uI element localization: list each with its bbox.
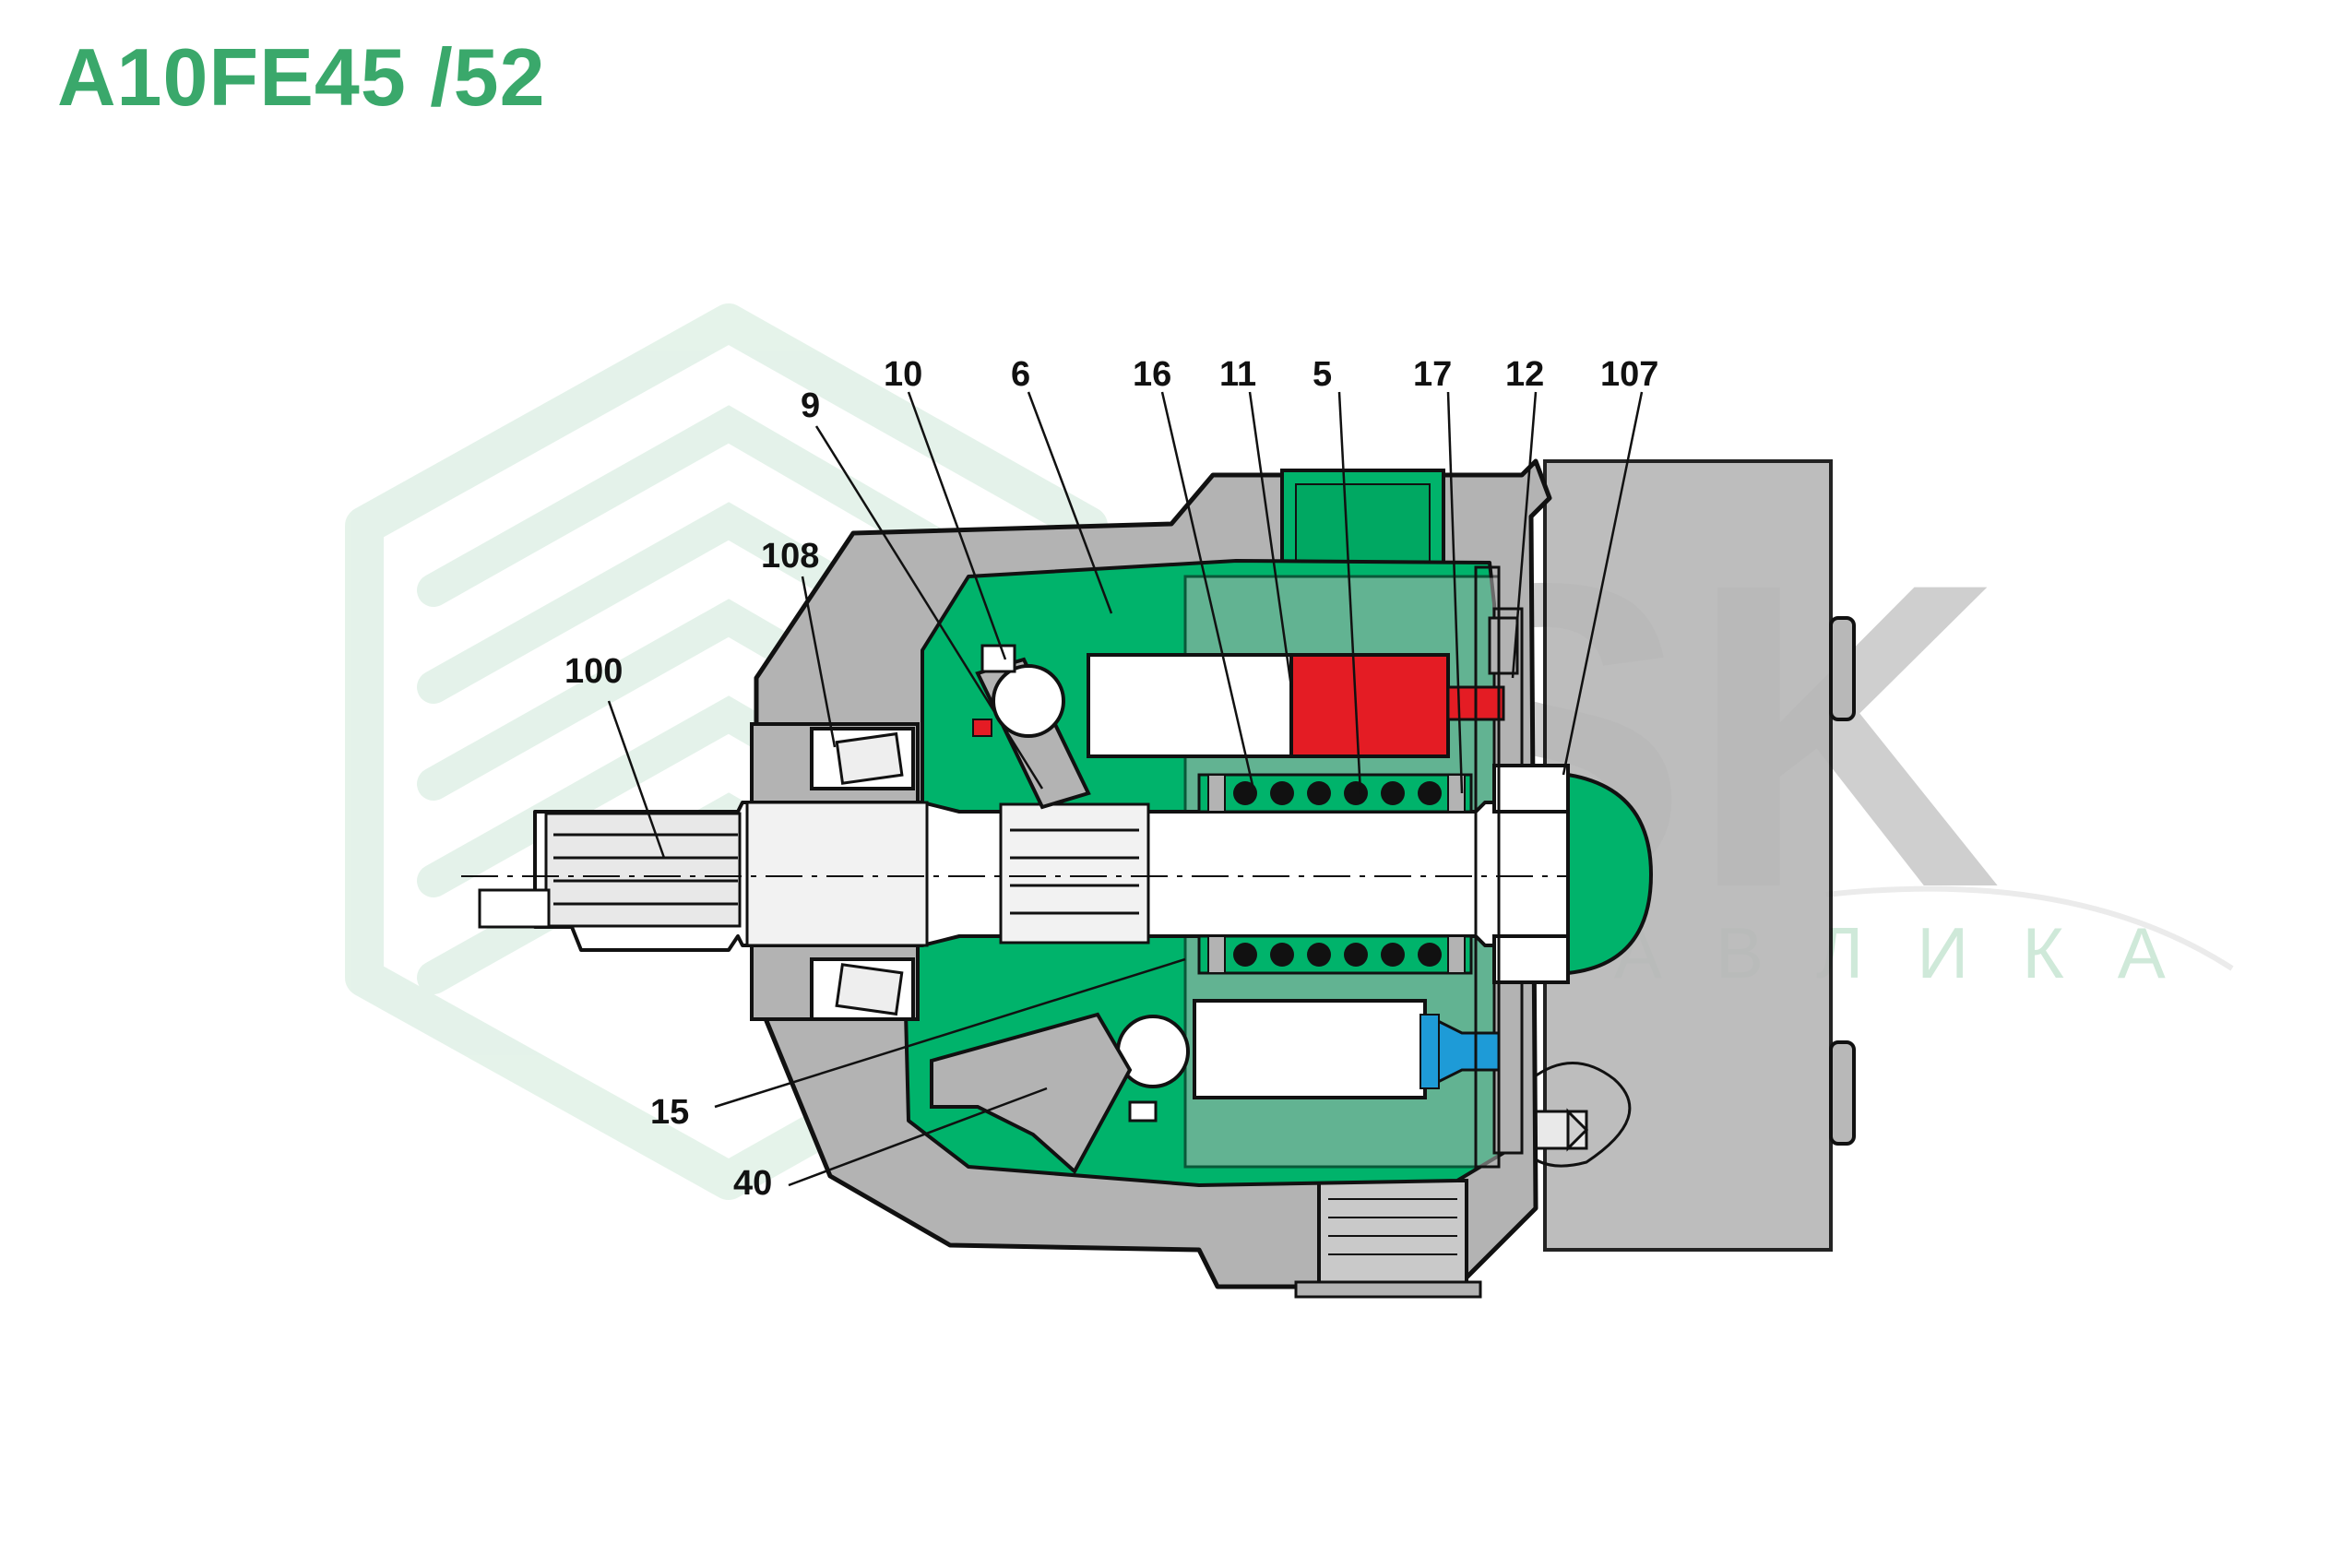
- watermark-swoosh: [1825, 885, 2234, 971]
- leader-lines: [607, 391, 1644, 1187]
- callout-17: 17: [1413, 355, 1452, 394]
- callout-100: 100: [564, 652, 623, 691]
- callout-107: 107: [1600, 355, 1658, 394]
- callout-12: 12: [1505, 355, 1544, 394]
- page-title: A10FE45 /52: [57, 31, 546, 123]
- callout-9: 9: [801, 386, 820, 425]
- callout-10: 10: [884, 355, 922, 394]
- cylinder-spline: [999, 802, 1150, 944]
- callout-5: 5: [1313, 355, 1332, 394]
- stroking-cradle: [930, 1012, 1158, 1175]
- rear-bearing: [1492, 764, 1654, 984]
- swash-plate: [972, 644, 1091, 810]
- callout-6: 6: [1011, 355, 1030, 394]
- retaining-spring: [1197, 773, 1473, 975]
- callout-15: 15: [650, 1093, 689, 1132]
- callout-108: 108: [761, 537, 819, 576]
- callout-16: 16: [1133, 355, 1171, 394]
- piston-upper: [1087, 653, 1505, 758]
- callout-40: 40: [733, 1164, 772, 1203]
- piston-lower: [1116, 999, 1501, 1099]
- callout-11: 11: [1219, 355, 1256, 394]
- front-tapered-bearing: [810, 727, 915, 1021]
- drive-shaft: [461, 801, 1623, 952]
- shaft-spline-input: [544, 812, 742, 928]
